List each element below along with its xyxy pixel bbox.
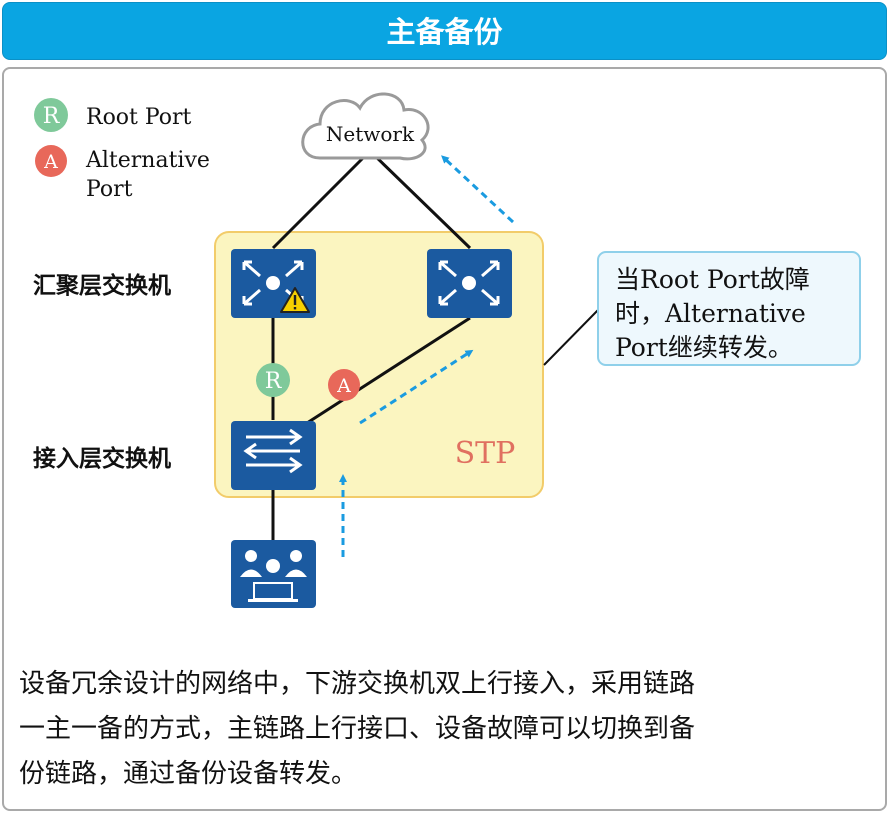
legend: R Root Port A Alternative Port [34, 98, 210, 202]
page-title: 主备备份 [386, 15, 503, 49]
description-line: 份链路，通过备份设备转发。 [19, 759, 358, 789]
legend-root-badge [34, 98, 68, 132]
alternative-port-badge: A [328, 369, 360, 401]
callout-line-3: Port继续转发。 [615, 333, 793, 362]
traffic-arrow-to-network [441, 155, 515, 224]
description-line: 一主一备的方式，主链路上行接口、设备故障可以切换到备 [19, 714, 696, 744]
legend-alternative-letter: A [43, 151, 58, 173]
cloud-label: Network [326, 122, 415, 146]
users-icon [231, 540, 316, 608]
core-switch-icon [427, 249, 512, 318]
legend-root-letter: R [43, 104, 61, 129]
description: 设备冗余设计的网络中，下游交换机双上行接入，采用链路 一主一备的方式，主链路上行… [19, 662, 869, 797]
alternative-port-badge-letter: A [336, 375, 351, 397]
access-layer-label: 接入层交换机 [33, 445, 171, 472]
description-line: 设备冗余设计的网络中，下游交换机双上行接入，采用链路 [19, 669, 696, 699]
callout-box [597, 251, 861, 366]
title-bar: 主备备份 [2, 2, 887, 60]
root-port-badge: R [256, 363, 290, 397]
traffic-arrow-diagonal [359, 349, 474, 425]
legend-alternative-label-line1: Alternative [85, 148, 210, 173]
stp-label: STP [455, 436, 516, 471]
link-cloud-to-left-switch [271, 151, 370, 250]
cloud-icon [301, 92, 430, 161]
legend-alternative-badge [35, 145, 67, 177]
access-switch-icon [231, 421, 316, 490]
link-alternative-path [306, 316, 471, 425]
callout-line-2: 时，Alternative [615, 299, 806, 328]
root-port-badge-letter: R [265, 369, 283, 394]
legend-root-label: Root Port [86, 105, 192, 130]
callout-pointer [543, 309, 599, 366]
link-cloud-to-right-switch [370, 151, 472, 250]
aggregation-layer-label: 汇聚层交换机 [33, 272, 171, 299]
legend-alternative-label-line2: Port [86, 177, 133, 202]
warning-icon [280, 287, 310, 313]
callout-line-1: 当Root Port故障 [615, 265, 810, 294]
